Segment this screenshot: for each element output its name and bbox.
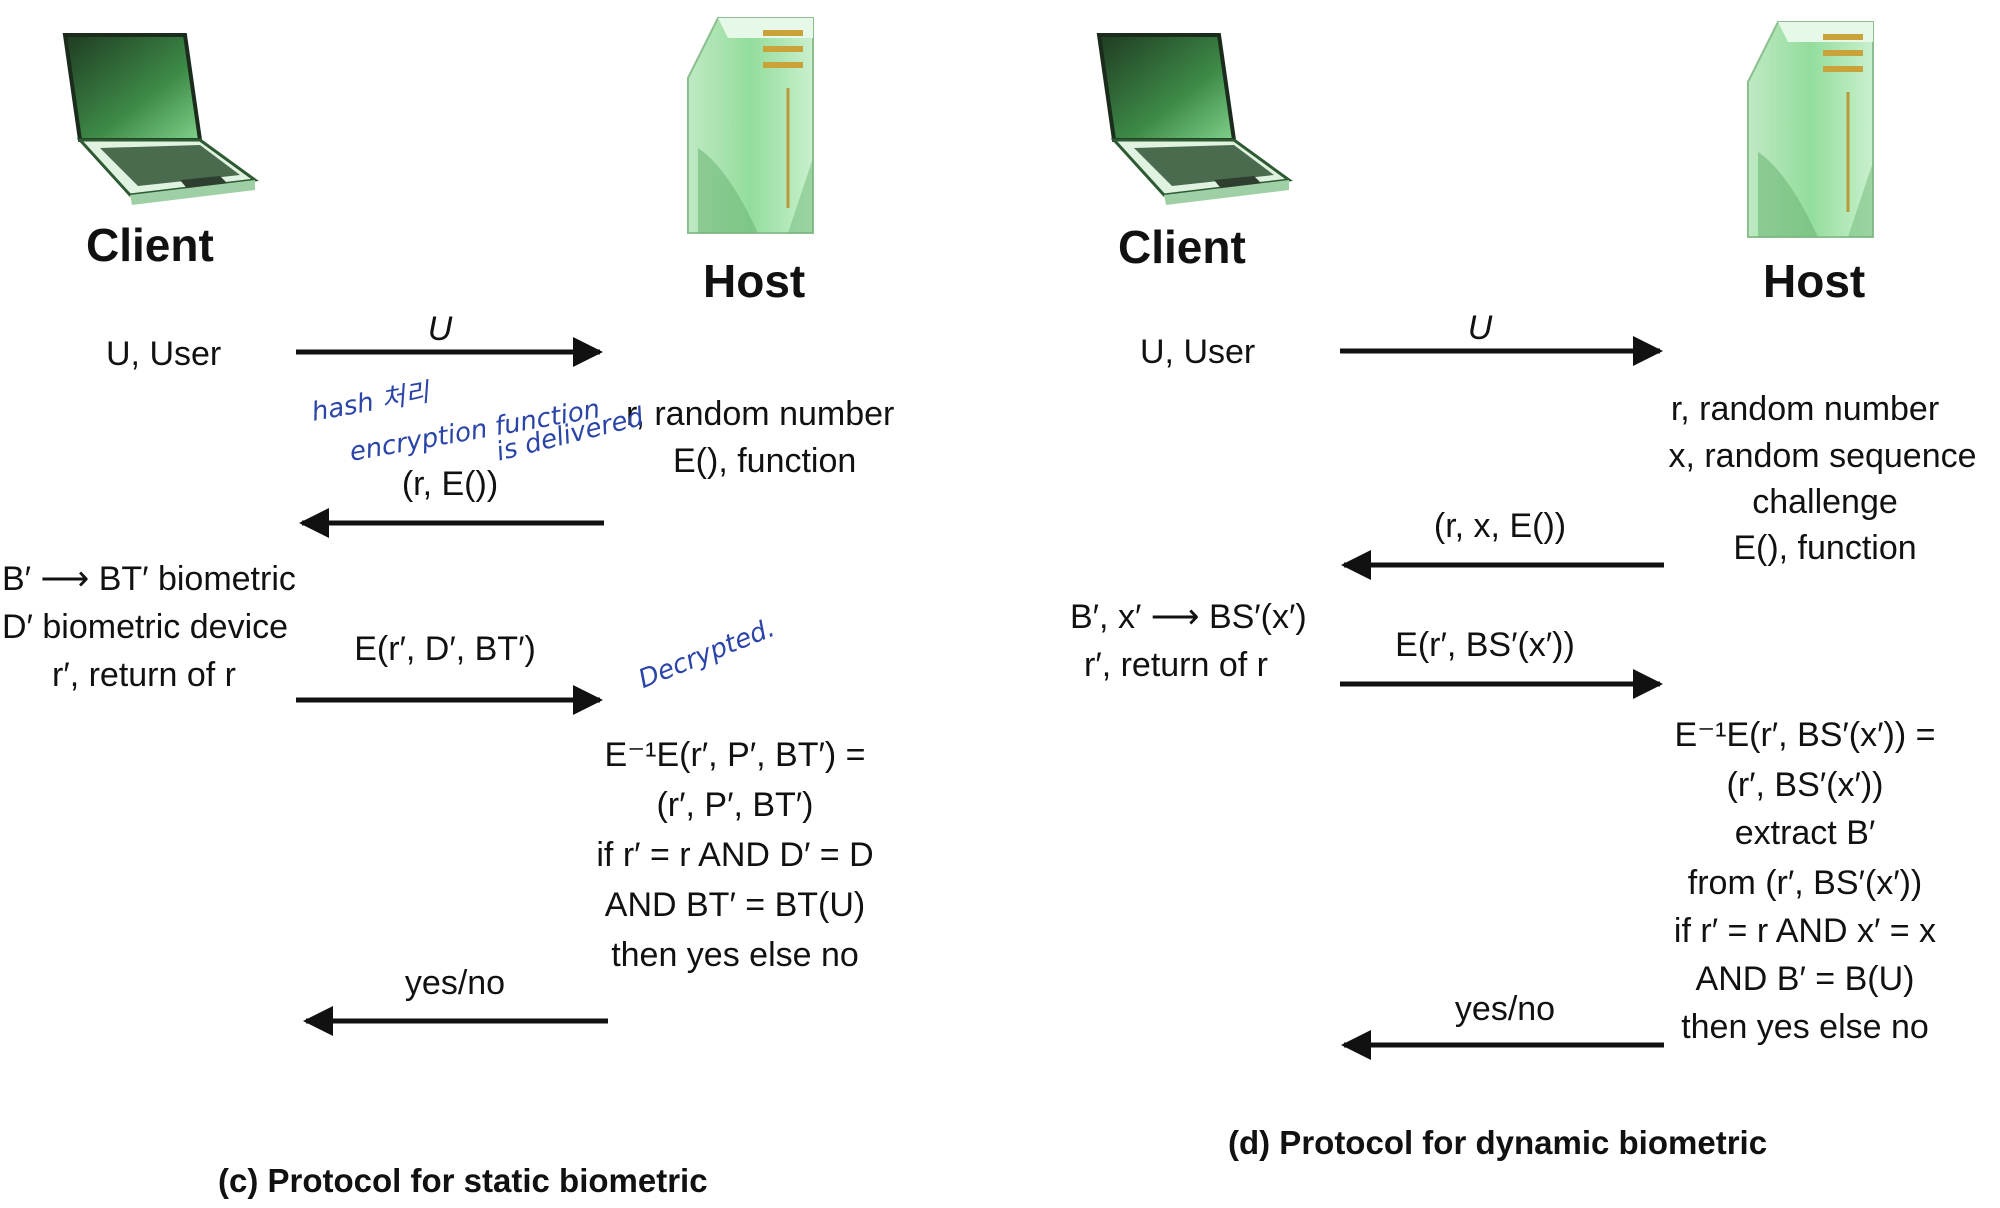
dynamic-host-check-2: (r′, BS′(x′)) (1726, 766, 1884, 804)
dynamic-host-check-4: from (r′, BS′(x′)) (1687, 864, 1923, 902)
server-icon (687, 17, 814, 234)
dynamic-host-title: Host (1763, 255, 1866, 307)
dynamic-host-line-3: challenge (1752, 483, 1898, 521)
dynamic-host-check-6: AND B′ = B(U) (1695, 960, 1915, 998)
static-msg3-label: E(r′, D′, BT′) (354, 630, 536, 668)
static-client-line1: B′ ⟶ BT′ biometric (2, 560, 296, 598)
dynamic-client-title: Client (1118, 221, 1246, 273)
dynamic-msg4-label: yes/no (1454, 990, 1556, 1028)
dynamic-client-line1: B′, x′ ⟶ BS′(x′) (1070, 598, 1307, 636)
dynamic-msg1-label: U (1467, 309, 1493, 347)
static-caption: (c) Protocol for static biometric (218, 1162, 708, 1199)
dynamic-host-check-7: then yes else no (1681, 1008, 1929, 1046)
static-host-check-3: if r′ = r AND D′ = D (596, 836, 874, 874)
static-msg1-label: U (427, 310, 453, 348)
dynamic-host-check-5: if r′ = r AND x′ = x (1673, 912, 1937, 950)
static-host-title: Host (703, 255, 806, 307)
static-msg2-label: (r, E()) (401, 465, 499, 503)
static-host-random: r, random number (626, 395, 895, 433)
static-client-title: Client (86, 219, 214, 271)
static-client-line2: D′ biometric device (2, 608, 289, 646)
dynamic-host-line-4: E(), function (1733, 529, 1917, 567)
dynamic-host-check-3: extract B′ (1734, 814, 1876, 852)
static-client-user: U, User (106, 335, 222, 373)
server-icon (1747, 21, 1874, 238)
static-host-check-2: (r′, P′, BT′) (656, 786, 814, 824)
dynamic-client-line2: r′, return of r (1084, 646, 1268, 684)
dynamic-host-line-2: x, random sequence (1668, 437, 1977, 475)
static-msg4-label: yes/no (404, 964, 506, 1002)
dynamic-host-check-1: E⁻¹E(r′, BS′(x′)) = (1674, 716, 1936, 754)
static-host-check-1: E⁻¹E(r′, P′, BT′) = (604, 736, 866, 774)
dynamic-host-line-1: r, random number (1670, 390, 1940, 428)
static-host-function: E(), function (673, 442, 857, 480)
dynamic-caption: (d) Protocol for dynamic biometric (1228, 1124, 1768, 1161)
dynamic-msg2-label: (r, x, E()) (1433, 507, 1567, 545)
dynamic-msg3-label: E(r′, BS′(x′)) (1395, 626, 1575, 664)
laptop-icon (1096, 33, 1293, 205)
laptop-icon (62, 33, 259, 205)
static-host-check-4: AND BT′ = BT(U) (604, 886, 866, 924)
static-client-line3: r′, return of r (52, 656, 236, 694)
static-host-check-5: then yes else no (611, 936, 859, 974)
dynamic-client-user: U, User (1140, 333, 1256, 371)
